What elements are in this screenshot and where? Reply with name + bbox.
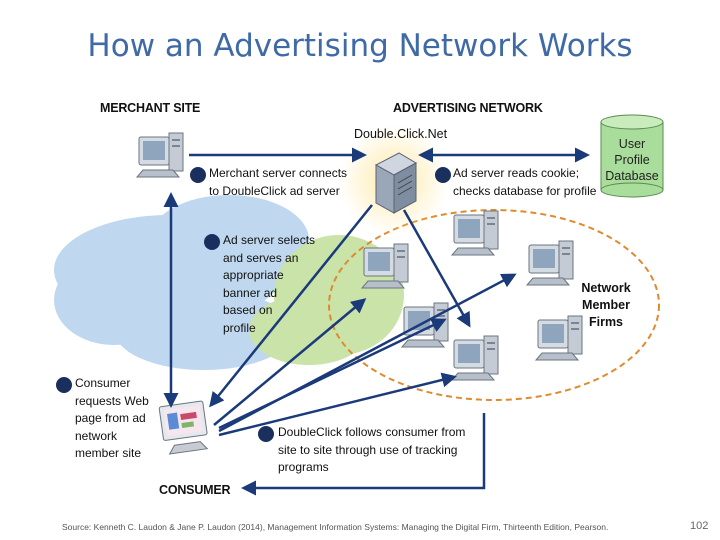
member-computer: [526, 240, 574, 286]
step-selects-ad: Ad server selects and serves an appropri…: [223, 233, 316, 335]
advertising-network-label: ADVERTISING NETWORK: [393, 101, 543, 115]
doubleclick-label: Double.Click.Net: [354, 127, 448, 141]
database-label: User Profile Database: [605, 137, 659, 183]
flow-arrows: [163, 147, 590, 496]
page-number: 102: [690, 520, 709, 532]
diagram-graphics: [54, 114, 664, 496]
member-computer: [401, 302, 449, 348]
green-cloud: [249, 235, 404, 365]
member-computer: [451, 335, 499, 381]
ad-network-diagram: MERCHANT SITE ADVERTISING NETWORK Double…: [54, 95, 666, 500]
step-bullet: [190, 167, 206, 183]
database-cylinder: [600, 114, 664, 198]
step-consumer-requests: Consumer requests Web page from ad netwo…: [75, 376, 149, 460]
network-member-firms-label: Network Member Firms: [581, 281, 631, 329]
consumer-label: CONSUMER: [159, 483, 231, 497]
member-computer: [361, 243, 409, 289]
consumer-computer: [158, 400, 209, 455]
step-bullet: [258, 426, 274, 442]
network-member-ellipse: [328, 209, 660, 401]
step-bullet: [56, 377, 72, 393]
slide-title: How an Advertising Network Works: [87, 28, 633, 64]
merchant-site-label: MERCHANT SITE: [100, 101, 201, 115]
step-merchant-connects: Merchant server connects to DoubleClick …: [209, 166, 348, 198]
blue-cloud: [54, 195, 309, 370]
source-citation: Source: Kenneth C. Laudon & Jane P. Laud…: [62, 522, 609, 532]
step-bullet: [204, 234, 220, 250]
step-follows-consumer: DoubleClick follows consumer from site t…: [278, 425, 466, 474]
doubleclick-server: [374, 152, 418, 214]
merchant-computer: [136, 132, 184, 178]
step-bullet: [435, 167, 451, 183]
member-computer: [451, 210, 499, 256]
step-reads-cookie: Ad server reads cookie; checks database …: [453, 166, 597, 198]
